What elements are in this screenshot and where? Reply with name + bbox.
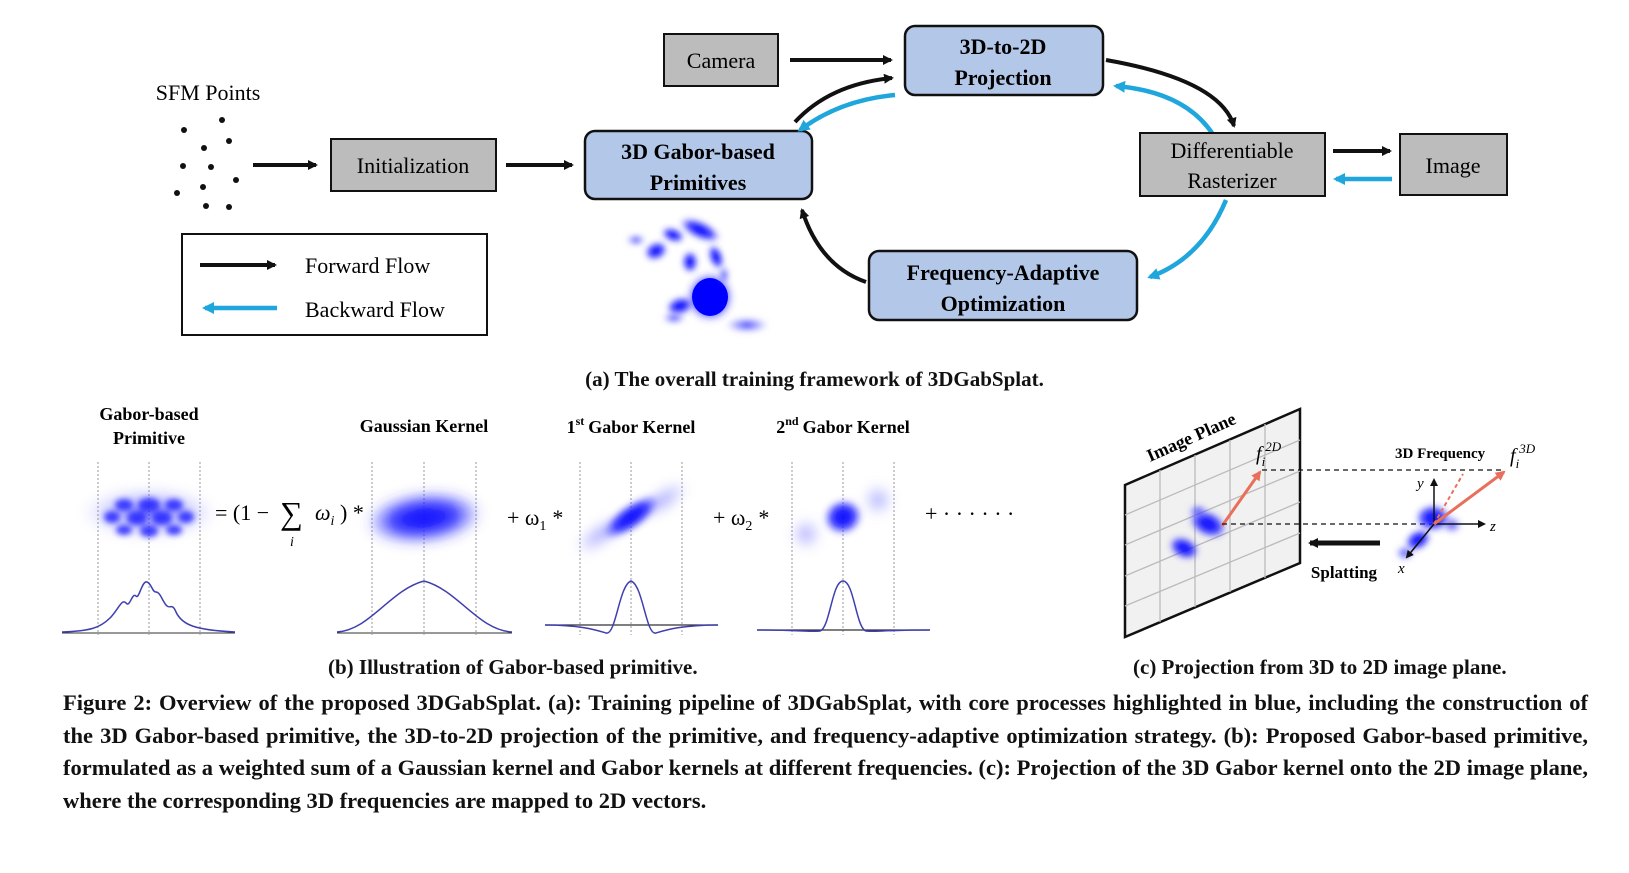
eq-plus-w2-main: + ω — [713, 505, 745, 530]
caption-b: (b) Illustration of Gabor-based primitiv… — [328, 655, 698, 679]
gabor2-title-text: Gabor Kernel — [803, 417, 910, 437]
gabor-primitive-title-1: Gabor-based — [99, 404, 198, 424]
eq-close: ) * — [340, 500, 364, 525]
eq-star-1: * — [552, 505, 563, 530]
gabor2-kernel-title: 2nd Gabor Kernel — [776, 414, 910, 437]
eq-plus-w1: + ω1 * — [507, 505, 563, 534]
eq-star-2: * — [758, 505, 769, 530]
gabor1-ordinal: 1 — [567, 417, 576, 437]
rasterizer-label-2: Rasterizer — [1187, 168, 1277, 193]
gabor1-title-text: Gabor Kernel — [588, 417, 695, 437]
gaussian-profile-curve — [336, 580, 513, 633]
image-label: Image — [1426, 153, 1481, 178]
f3d-main: f — [1510, 445, 1518, 467]
gabor1-profile-curve — [544, 580, 719, 634]
gabor-primitive-title-2: Primitive — [113, 428, 185, 448]
gaussian-kernel-title: Gaussian Kernel — [360, 416, 489, 436]
sfm-points-label: SFM Points — [156, 80, 261, 105]
gabor2-ordinal: 2 — [776, 417, 785, 437]
eq-omega-sub: i — [331, 514, 335, 529]
rasterizer-label-1: Differentiable — [1171, 138, 1294, 163]
primitive-checker-blobs — [104, 498, 194, 537]
f2d-label: fi2D — [1256, 439, 1282, 469]
f3d-sup: 3D — [1518, 441, 1536, 456]
gabor2-profile-curve — [756, 580, 931, 633]
freq-3d-arrow-dashed — [1433, 473, 1464, 525]
eq-ellipsis: + · · · · · · — [925, 501, 1014, 526]
sfm-points-dots — [174, 117, 239, 210]
legend-forward-label: Forward Flow — [305, 253, 430, 278]
axis-y-label: y — [1415, 476, 1424, 492]
panel-gabor-primitive — [61, 462, 236, 635]
eq-plus-w1-sub: 1 — [539, 519, 546, 534]
eq-omega-i: ωi — [315, 500, 335, 529]
gabor-primitives-label-2: Primitives — [650, 170, 747, 195]
arrow-rasterizer-to-optimization — [1147, 199, 1229, 280]
arrow-projection-to-primitives — [797, 92, 896, 132]
eq-plus-w2: + ω2 * — [713, 505, 769, 534]
eq-sum-index: i — [290, 535, 294, 550]
eq-prefix: = (1 − — [215, 500, 269, 525]
projection-box: 3D-to-2D Projection — [903, 24, 1105, 97]
freq-3d-label: 3D Frequency — [1395, 446, 1486, 462]
camera-label: Camera — [687, 48, 756, 73]
splatting-label: Splatting — [1311, 563, 1378, 582]
figure-caption: Figure 2: Overview of the proposed 3DGab… — [63, 690, 1588, 813]
caption-c: (c) Projection from 3D to 2D image plane… — [1133, 655, 1507, 679]
arrow-projection-to-rasterizer — [1105, 58, 1237, 128]
f2d-main: f — [1256, 443, 1264, 465]
camera-box: Camera — [663, 33, 779, 87]
arrow-rasterizer-to-projection — [1113, 80, 1214, 135]
optimization-label-2: Optimization — [941, 291, 1066, 316]
axis-x-label: x — [1397, 561, 1405, 577]
optimization-label-1: Frequency-Adaptive — [907, 260, 1100, 285]
projection-label-2: Projection — [954, 65, 1051, 90]
eq-plus-w2-sub: 2 — [745, 519, 752, 534]
legend-backward-label: Backward Flow — [305, 297, 445, 322]
image-box: Image — [1399, 133, 1508, 196]
f3d-sub: i — [1516, 456, 1520, 471]
rasterizer-box: Differentiable Rasterizer — [1139, 132, 1326, 197]
panel-gaussian-kernel — [336, 462, 513, 635]
f2d-sub: i — [1262, 454, 1266, 469]
panel-gabor2-kernel — [756, 462, 931, 635]
arrow-optimization-to-primitives — [799, 208, 867, 284]
eq-sum: ∑ — [280, 495, 303, 531]
f2d-sup: 2D — [1265, 439, 1282, 454]
gabor1-sup: st — [576, 414, 585, 428]
equation: = (1 − ∑ i ωi ) * + ω1* + ω2* + · · · · … — [215, 495, 1014, 550]
optimization-box: Frequency-Adaptive Optimization — [867, 249, 1139, 322]
axis-z-label: z — [1489, 519, 1496, 535]
eq-omega: ω — [315, 500, 331, 525]
caption-a: (a) The overall training framework of 3D… — [585, 367, 1044, 391]
arrow-primitives-to-projection — [793, 73, 894, 124]
panel-gabor1-kernel — [544, 462, 719, 635]
3d-frequency-group: 3D Frequency y z x fi3D — [1395, 441, 1536, 577]
gabor-primitives-label-1: 3D Gabor-based — [621, 139, 775, 164]
f3d-label: fi3D — [1510, 441, 1536, 471]
initialization-box: Initialization — [330, 138, 497, 192]
eq-plus-w1-main: + ω — [507, 505, 539, 530]
initialization-label: Initialization — [357, 153, 469, 178]
flow-legend: Forward Flow Backward Flow — [181, 233, 488, 336]
primitive-blob-cluster-image — [626, 217, 769, 333]
freq-2d-arrow — [1220, 470, 1262, 527]
figure-canvas: SFM Points Initialization 3D Gabor-based… — [61, 24, 1536, 639]
axis-x — [1405, 523, 1435, 559]
image-plane: Image Plane fi2D — [1123, 407, 1302, 639]
gabor2-sup: nd — [785, 414, 799, 428]
primitive-profile-curve — [61, 581, 236, 633]
projection-label-1: 3D-to-2D — [960, 34, 1047, 59]
freq-3d-arrow — [1433, 470, 1506, 526]
gabor-primitives-box: 3D Gabor-based Primitives — [583, 129, 814, 201]
